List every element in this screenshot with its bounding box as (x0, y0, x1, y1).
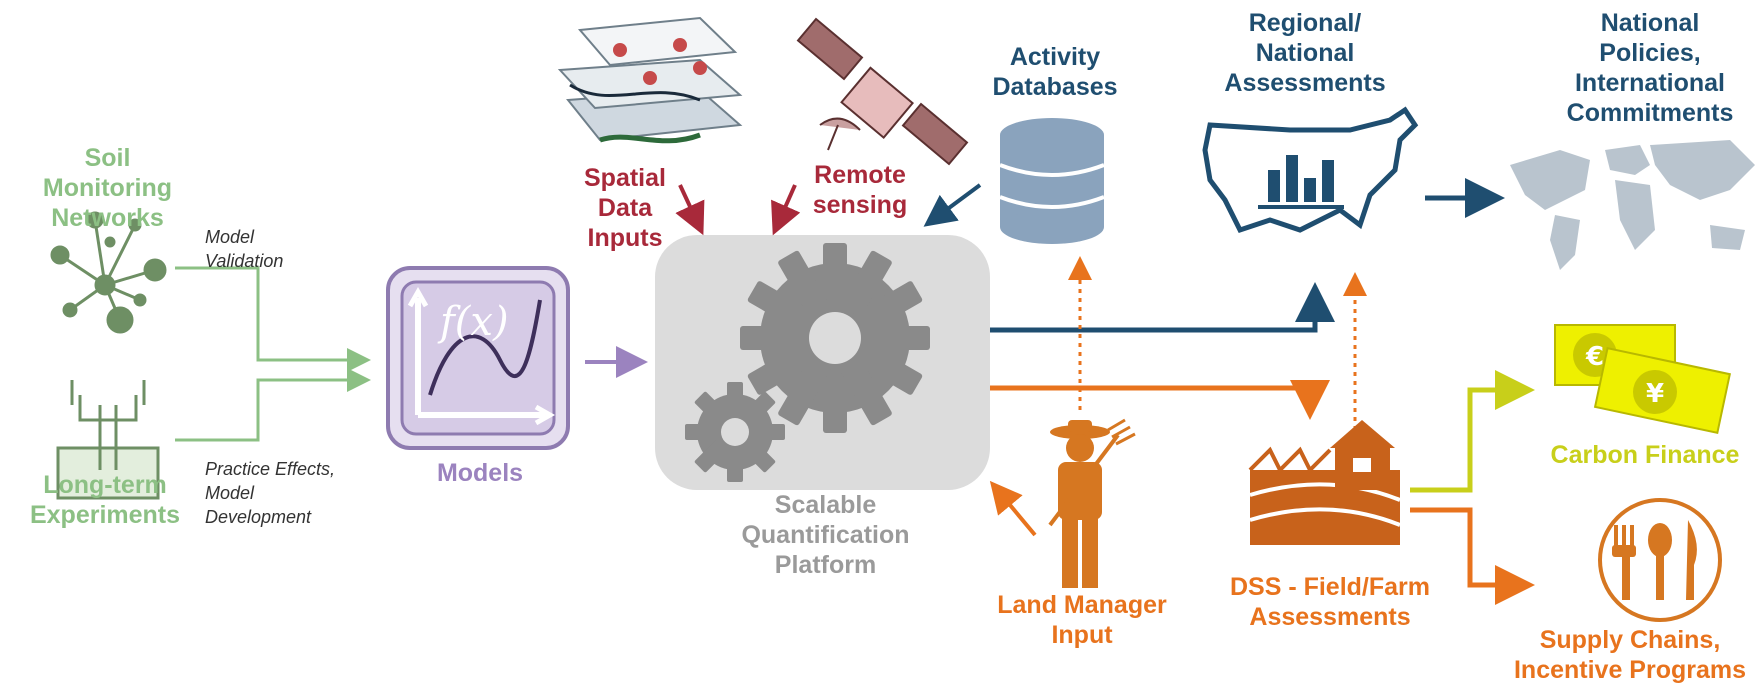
practice-effects-label: Practice Effects, Model Development (205, 459, 336, 527)
spatial-data-label: Spatial Data Inputs (584, 164, 666, 252)
world-map-icon (1510, 140, 1755, 270)
network-icon (50, 211, 167, 334)
farm-icon (1248, 420, 1401, 545)
supply-chains-label: Supply Chains, Incentive Programs (1513, 626, 1747, 684)
db-arrow (923, 183, 982, 227)
database-icon (999, 118, 1105, 244)
remote-sensing-label: Remote sensing (812, 161, 908, 219)
national-policies-label: National Policies, International Commitm… (1566, 9, 1734, 127)
fx-label: f(x) (437, 299, 509, 345)
farmer-arrow (989, 480, 1037, 537)
satellite-icon (796, 17, 969, 166)
dss-label: DSS - Field/Farm Assessments (1229, 573, 1431, 631)
usa-chart-icon (1202, 106, 1419, 234)
money-icon: € ¥ (1554, 324, 1732, 435)
green-connector-arrows (175, 266, 371, 442)
carbon-finance-label: Carbon Finance (1550, 441, 1740, 469)
orange-arrow-to-dss (990, 380, 1330, 420)
yellow-arrow (1410, 370, 1535, 493)
platform-label: Scalable Quantification Platform (741, 491, 910, 579)
long-term-label: Long-term Experiments (29, 471, 181, 529)
cutlery-icon (1598, 498, 1722, 622)
blue-arrow-to-assessments (990, 282, 1335, 333)
experiment-icon (56, 380, 160, 500)
regional-label: Regional/ National Assessments (1224, 9, 1386, 97)
model-validation-label: Model Validation (205, 227, 284, 271)
farmer-icon (1048, 418, 1136, 588)
soil-monitoring-label: Soil Monitoring Networks (42, 144, 173, 232)
orange-arrow-supply (1410, 507, 1535, 605)
land-manager-label: Land Manager Input (997, 591, 1167, 649)
svg-text:¥: ¥ (1646, 379, 1664, 409)
gears-icon (655, 235, 990, 490)
svg-text:€: € (1585, 342, 1604, 372)
function-graph-icon: f(x) (386, 266, 570, 450)
activity-db-label: Activity Databases (992, 43, 1118, 101)
models-label: Models (436, 459, 524, 487)
red-arrows (675, 184, 801, 236)
map-layers-icon (557, 16, 743, 144)
